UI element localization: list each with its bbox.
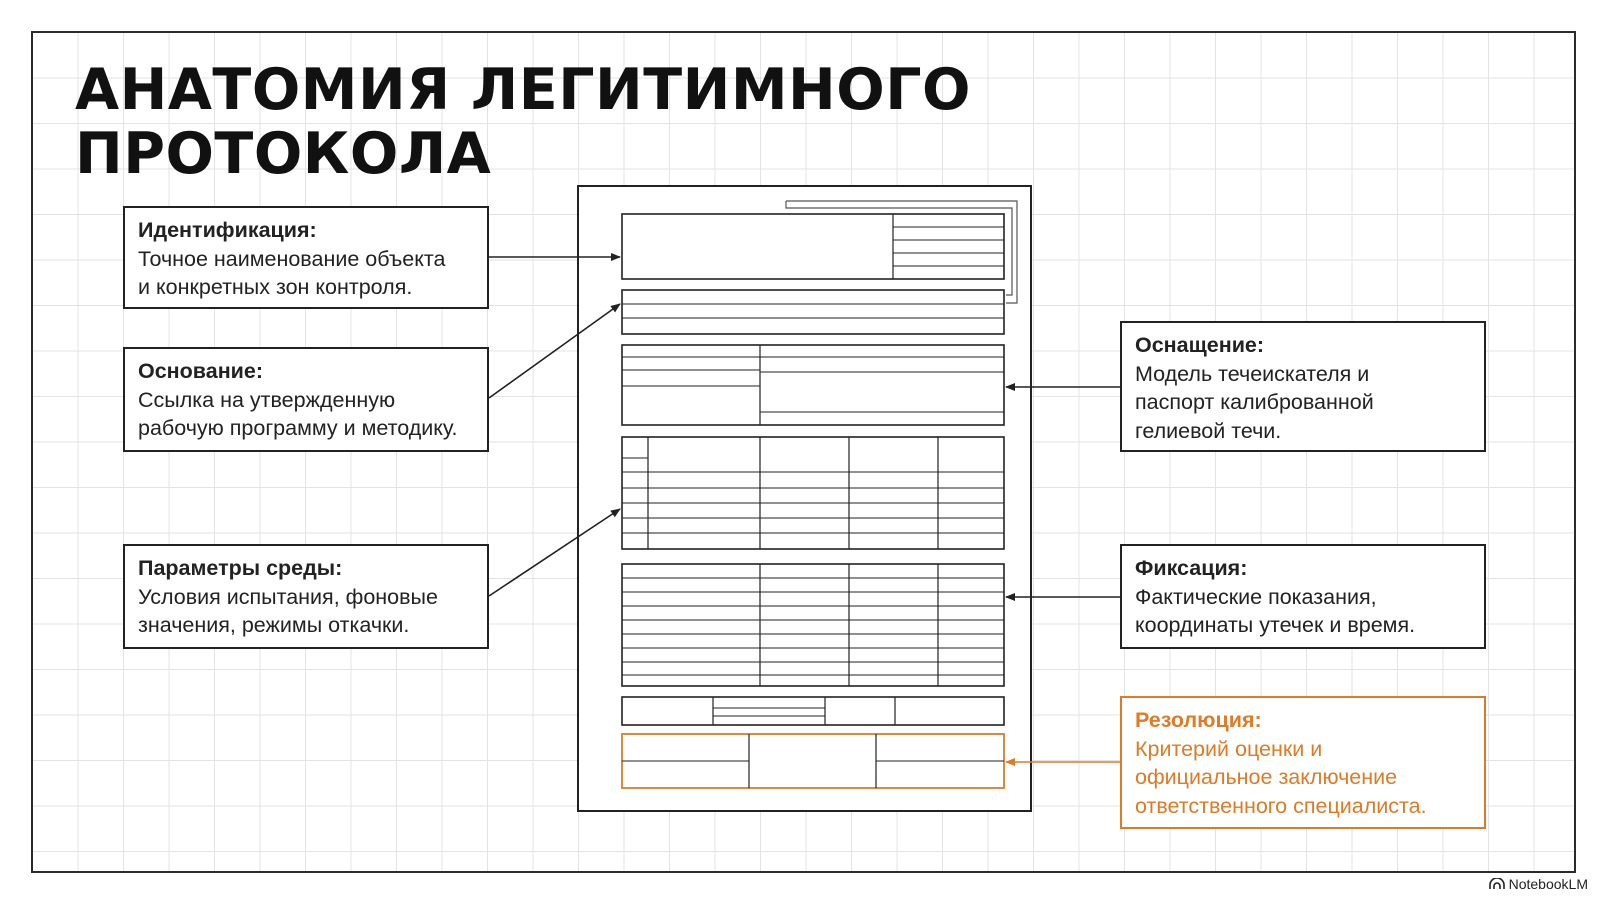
callout-identification-title: Идентификация:: [138, 218, 317, 242]
callout-equipment: Оснащение: Модель течеискателя и паспорт…: [1120, 321, 1486, 452]
footer-brand-label: NotebookLM: [1508, 876, 1588, 892]
callout-fixation-title: Фиксация:: [1135, 556, 1248, 580]
document-stamp-outline-inner: [785, 201, 1013, 296]
callout-identification-line-2: и конкретных зон контроля.: [138, 275, 413, 299]
doc-block-environment: [621, 436, 1005, 550]
callout-basis: Основание: Ссылка на утвержденную рабочу…: [123, 347, 489, 452]
callout-basis-line-1: Ссылка на утвержденную: [138, 387, 396, 412]
doc-block-fixation: [621, 563, 1005, 687]
callout-basis-line-2: рабочую программу и методику.: [138, 416, 458, 440]
callout-environment-line-2: значения, режимы откачки.: [138, 613, 410, 637]
callout-fixation-line-1: Фактические показания,: [1135, 584, 1377, 609]
doc-block-equipment: [621, 344, 1005, 426]
title-line-2: ПРОТОКОЛА: [75, 121, 492, 187]
callout-resolution-title: Резолюция:: [1135, 708, 1262, 732]
doc-block-signatures: [621, 696, 1005, 726]
callout-equipment-line-3: гелиевой течи.: [1135, 418, 1282, 443]
callout-fixation-line-2: координаты утечек и время.: [1135, 613, 1416, 637]
callout-resolution-line-1: Критерий оценки и: [1135, 736, 1323, 761]
footer-brand: NotebookLM: [1488, 876, 1588, 892]
callout-identification: Идентификация: Точное наименование объек…: [123, 206, 489, 309]
page-title: АНАТОМИЯ ЛЕГИТИМНОГО ПРОТОКОЛА: [75, 58, 971, 186]
callout-equipment-title: Оснащение:: [1135, 333, 1265, 357]
arrow-environment: [488, 508, 621, 597]
protocol-document: [577, 185, 1032, 812]
callout-resolution-line-3: ответственного специалиста.: [1135, 793, 1427, 818]
callout-basis-title: Основание:: [138, 359, 264, 383]
title-line-1: АНАТОМИЯ ЛЕГИТИМНОГО: [75, 57, 971, 123]
doc-block-resolution: [621, 733, 1005, 789]
document-stamp-outline: [786, 200, 1018, 304]
callout-fixation: Фиксация: Фактические показания, координ…: [1120, 544, 1486, 649]
callout-environment-line-1: Условия испытания, фоновые: [138, 584, 438, 609]
arrow-basis: [488, 303, 621, 399]
callout-equipment-line-1: Модель течеискателя и: [1135, 361, 1370, 386]
callout-environment-title: Параметры среды:: [138, 556, 343, 580]
notebooklm-logo-icon: [1488, 878, 1505, 889]
callout-identification-line-1: Точное наименование объекта: [138, 246, 446, 271]
callout-equipment-line-2: паспорт калиброванной: [1135, 390, 1374, 414]
callout-environment: Параметры среды: Условия испытания, фоно…: [123, 544, 489, 649]
callout-resolution-line-2: официальное заключение: [1135, 765, 1398, 789]
callout-resolution: Резолюция: Критерий оценки и официальное…: [1120, 696, 1486, 829]
doc-block-identification: [621, 213, 1005, 280]
doc-block-basis: [621, 289, 1005, 335]
